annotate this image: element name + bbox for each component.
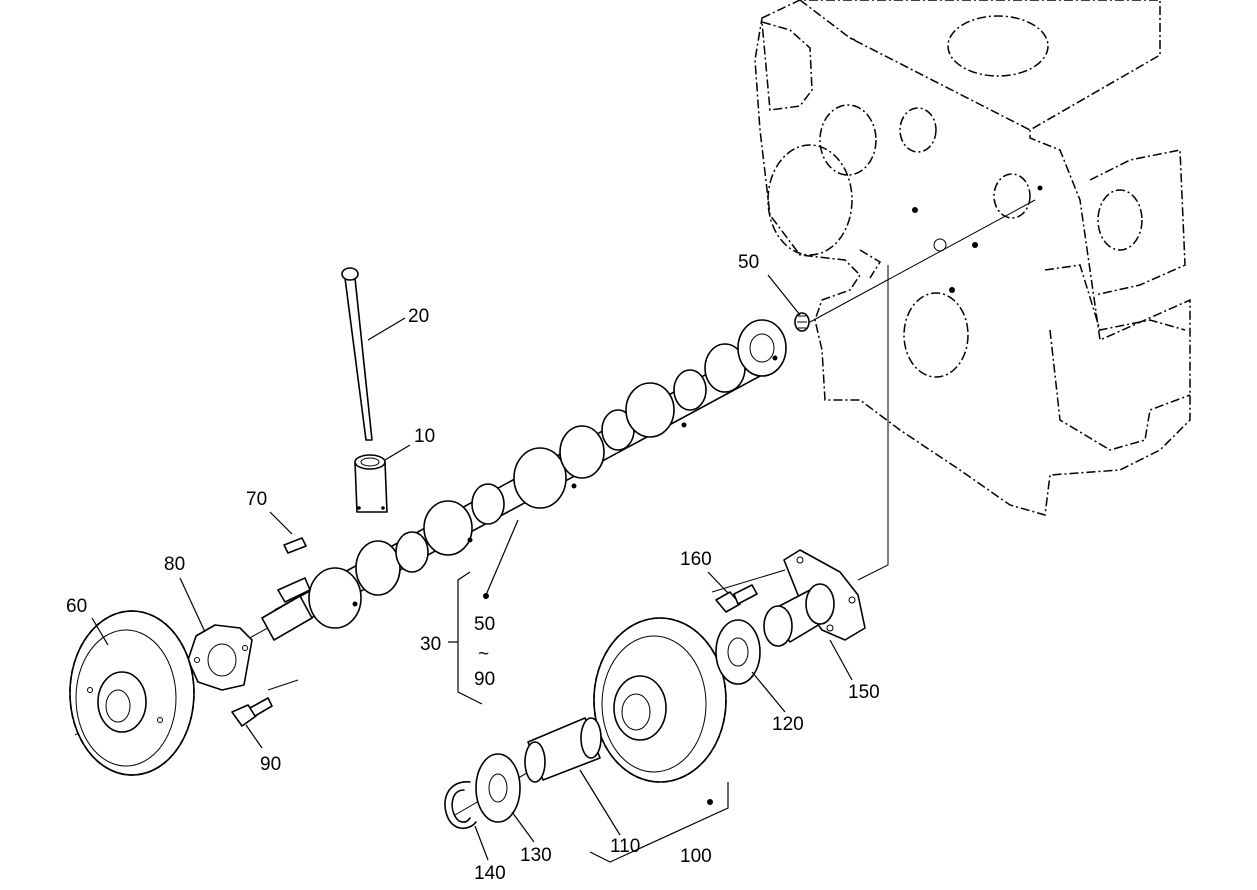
snap-ring [444,781,477,830]
callout-10: 10 [414,426,435,447]
callout-120: 120 [772,714,804,735]
washer [715,619,761,685]
plug [794,312,810,332]
cam-gear [69,610,195,776]
cam-lobes [308,319,787,629]
idler-shaft [763,549,866,647]
callout-150: 150 [848,682,880,703]
callout-50-range-start: 50 [474,614,495,635]
bolt [231,697,273,727]
callout-80: 80 [164,554,185,575]
callout-90-range-end: 90 [474,669,495,690]
callout-140: 140 [474,863,506,884]
callout-30: 30 [420,634,441,655]
callout-60: 60 [66,596,87,617]
bushing [524,717,602,783]
callout-100: 100 [680,846,712,867]
callout-110: 110 [610,836,640,857]
callout-20: 20 [408,306,429,327]
callout-labels: 10 20 30 50 ~ 90 50 60 70 80 90 100 110 … [66,252,880,884]
callout-130: 130 [520,845,552,866]
engine-block [754,0,1191,516]
camshaft [261,319,787,641]
tappet [354,454,388,513]
callout-70: 70 [246,489,267,510]
woodruff-key [283,537,307,554]
callout-160: 160 [680,549,712,570]
push-rod [341,267,373,441]
callout-range-tilde: ~ [478,644,489,665]
callout-90: 90 [260,754,281,775]
idler-gear [593,617,727,783]
leader-lines [91,274,853,863]
thrust-washer [475,753,521,823]
assembly-axis-lines [74,199,1036,816]
callout-50: 50 [738,252,759,273]
bolt-idler [715,584,758,613]
thrust-plate [187,624,253,691]
